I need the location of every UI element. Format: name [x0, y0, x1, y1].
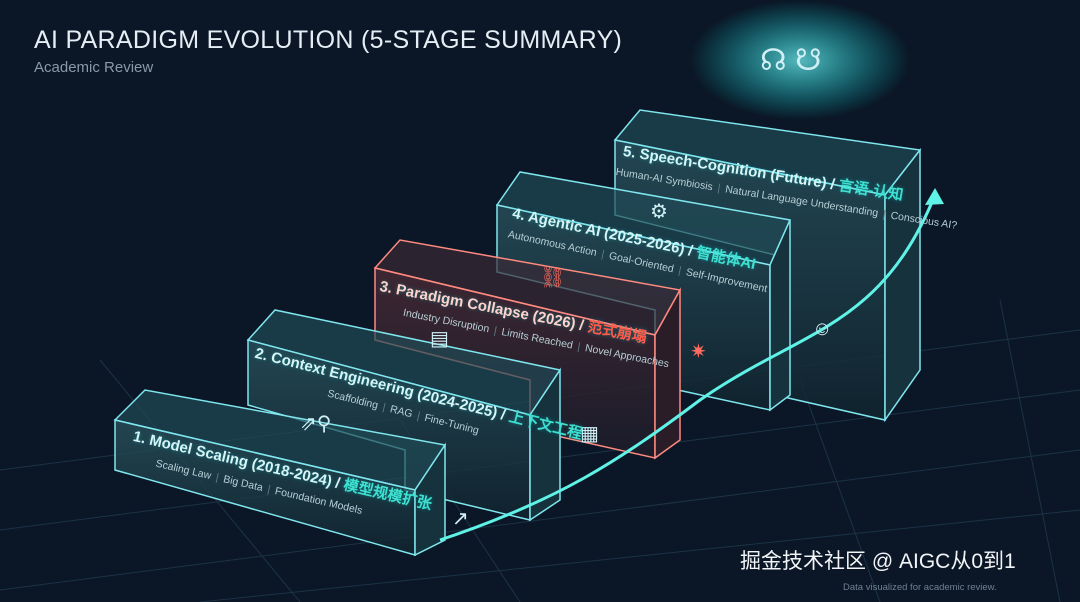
trend-up-icon: ↗	[452, 508, 469, 530]
stage-1-slab	[113, 389, 447, 557]
stage-2-slab	[246, 309, 562, 522]
burst-icon: ✷	[690, 341, 707, 363]
watermark: 掘金技术社区 @ AIGC从0到1	[740, 550, 1016, 573]
page-title: AI PARADIGM EVOLUTION (5-STAGE SUMMARY)	[34, 26, 623, 54]
arrow-head-icon	[925, 188, 944, 205]
credit-text: Data visualized for academic review.	[843, 582, 997, 593]
document-icon: ▦	[580, 423, 599, 445]
document-stack-icon: ▤	[430, 328, 449, 350]
broken-link-icon: ⛓	[540, 267, 565, 289]
top-glow	[690, 0, 910, 120]
robot-arm-icon: ⚙	[650, 201, 668, 223]
scaling-arrows-icon: ⇗⚲	[300, 413, 331, 435]
brain-head-icon: ☺	[812, 318, 832, 340]
human-ai-heads-icon: ☊ ☋	[760, 44, 822, 77]
progress-arrow	[439, 194, 937, 542]
page-subtitle: Academic Review	[34, 59, 154, 76]
stage-4-slab	[495, 171, 792, 412]
